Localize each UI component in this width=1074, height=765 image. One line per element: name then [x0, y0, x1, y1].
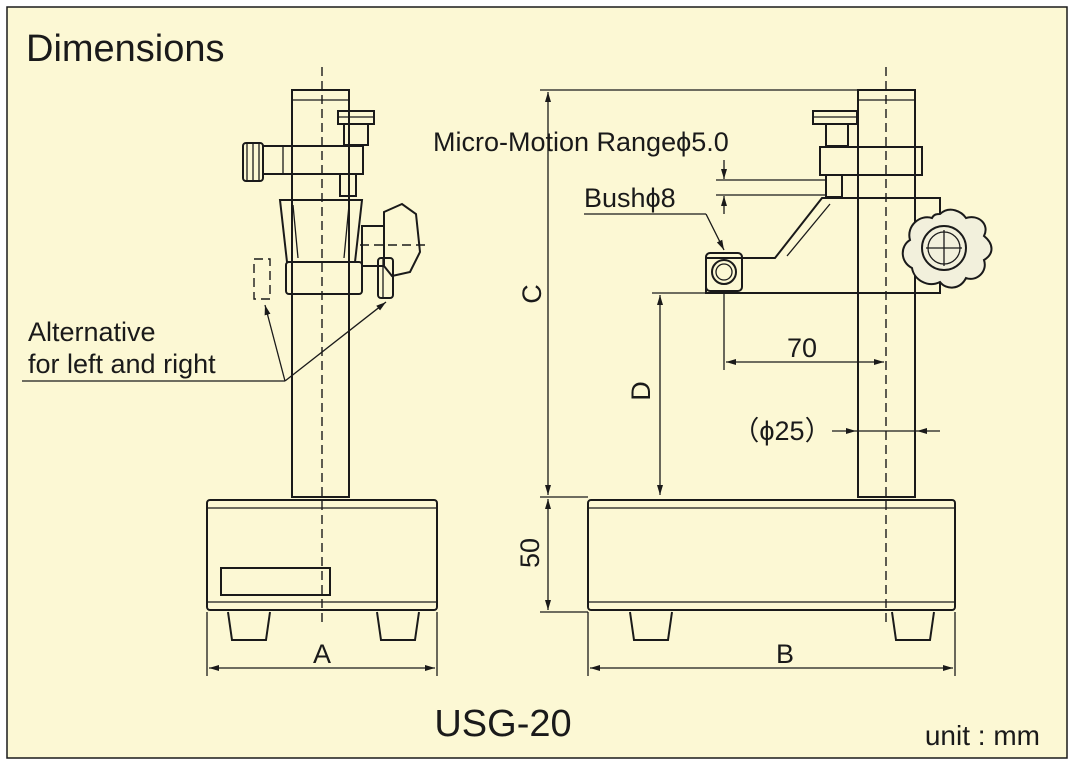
side-foot-left [629, 611, 673, 641]
front-base [206, 499, 438, 611]
front-alternative-dashed [253, 258, 271, 300]
micro-motion-label: Micro-Motion Rangeϕ5.0 [433, 127, 729, 157]
front-foot-right [376, 611, 420, 641]
background-panel [6, 6, 1068, 759]
alternative-label-line1: Alternative [28, 317, 156, 347]
front-holder-line2 [343, 204, 350, 259]
side-base [587, 499, 956, 611]
side-holder-edge [786, 203, 831, 257]
side-bush-hole [711, 259, 737, 285]
model-name: USG-20 [434, 703, 571, 745]
front-foot-left [227, 611, 271, 641]
front-clamp-ring [285, 261, 363, 295]
bush-label: Bushϕ8 [584, 183, 676, 213]
dim-d-label: D [626, 381, 656, 401]
alternative-leader-right [284, 301, 387, 382]
front-small-knob [377, 257, 394, 299]
front-spindle [339, 173, 357, 197]
side-clamp-block [819, 146, 923, 176]
page-title: Dimensions [26, 28, 225, 70]
dim-b-label: B [776, 639, 794, 669]
alternative-leader-left [264, 304, 286, 382]
bush-leader [705, 213, 725, 251]
front-holder-line1 [292, 204, 299, 259]
dim-c-label: C [517, 284, 547, 304]
side-lock-knob-ring [921, 225, 967, 271]
front-lock-knob [383, 202, 422, 278]
dim-25-label: （ϕ25） [732, 416, 831, 446]
dim-70-label: 70 [787, 333, 817, 363]
front-view: Alternative for left and right A [22, 67, 438, 676]
side-bush-inner [715, 263, 733, 281]
unit-note: unit : mm [925, 720, 1040, 751]
dim-50-label: 50 [515, 538, 545, 568]
dim-a-label: A [313, 639, 331, 669]
alternative-label-line2: for left and right [28, 349, 216, 379]
front-name-plate [220, 567, 331, 596]
side-foot-right [891, 611, 935, 641]
side-view: C 50 D 70 （ϕ25） Micro-Motion Rangeϕ5.0 B… [433, 67, 993, 676]
